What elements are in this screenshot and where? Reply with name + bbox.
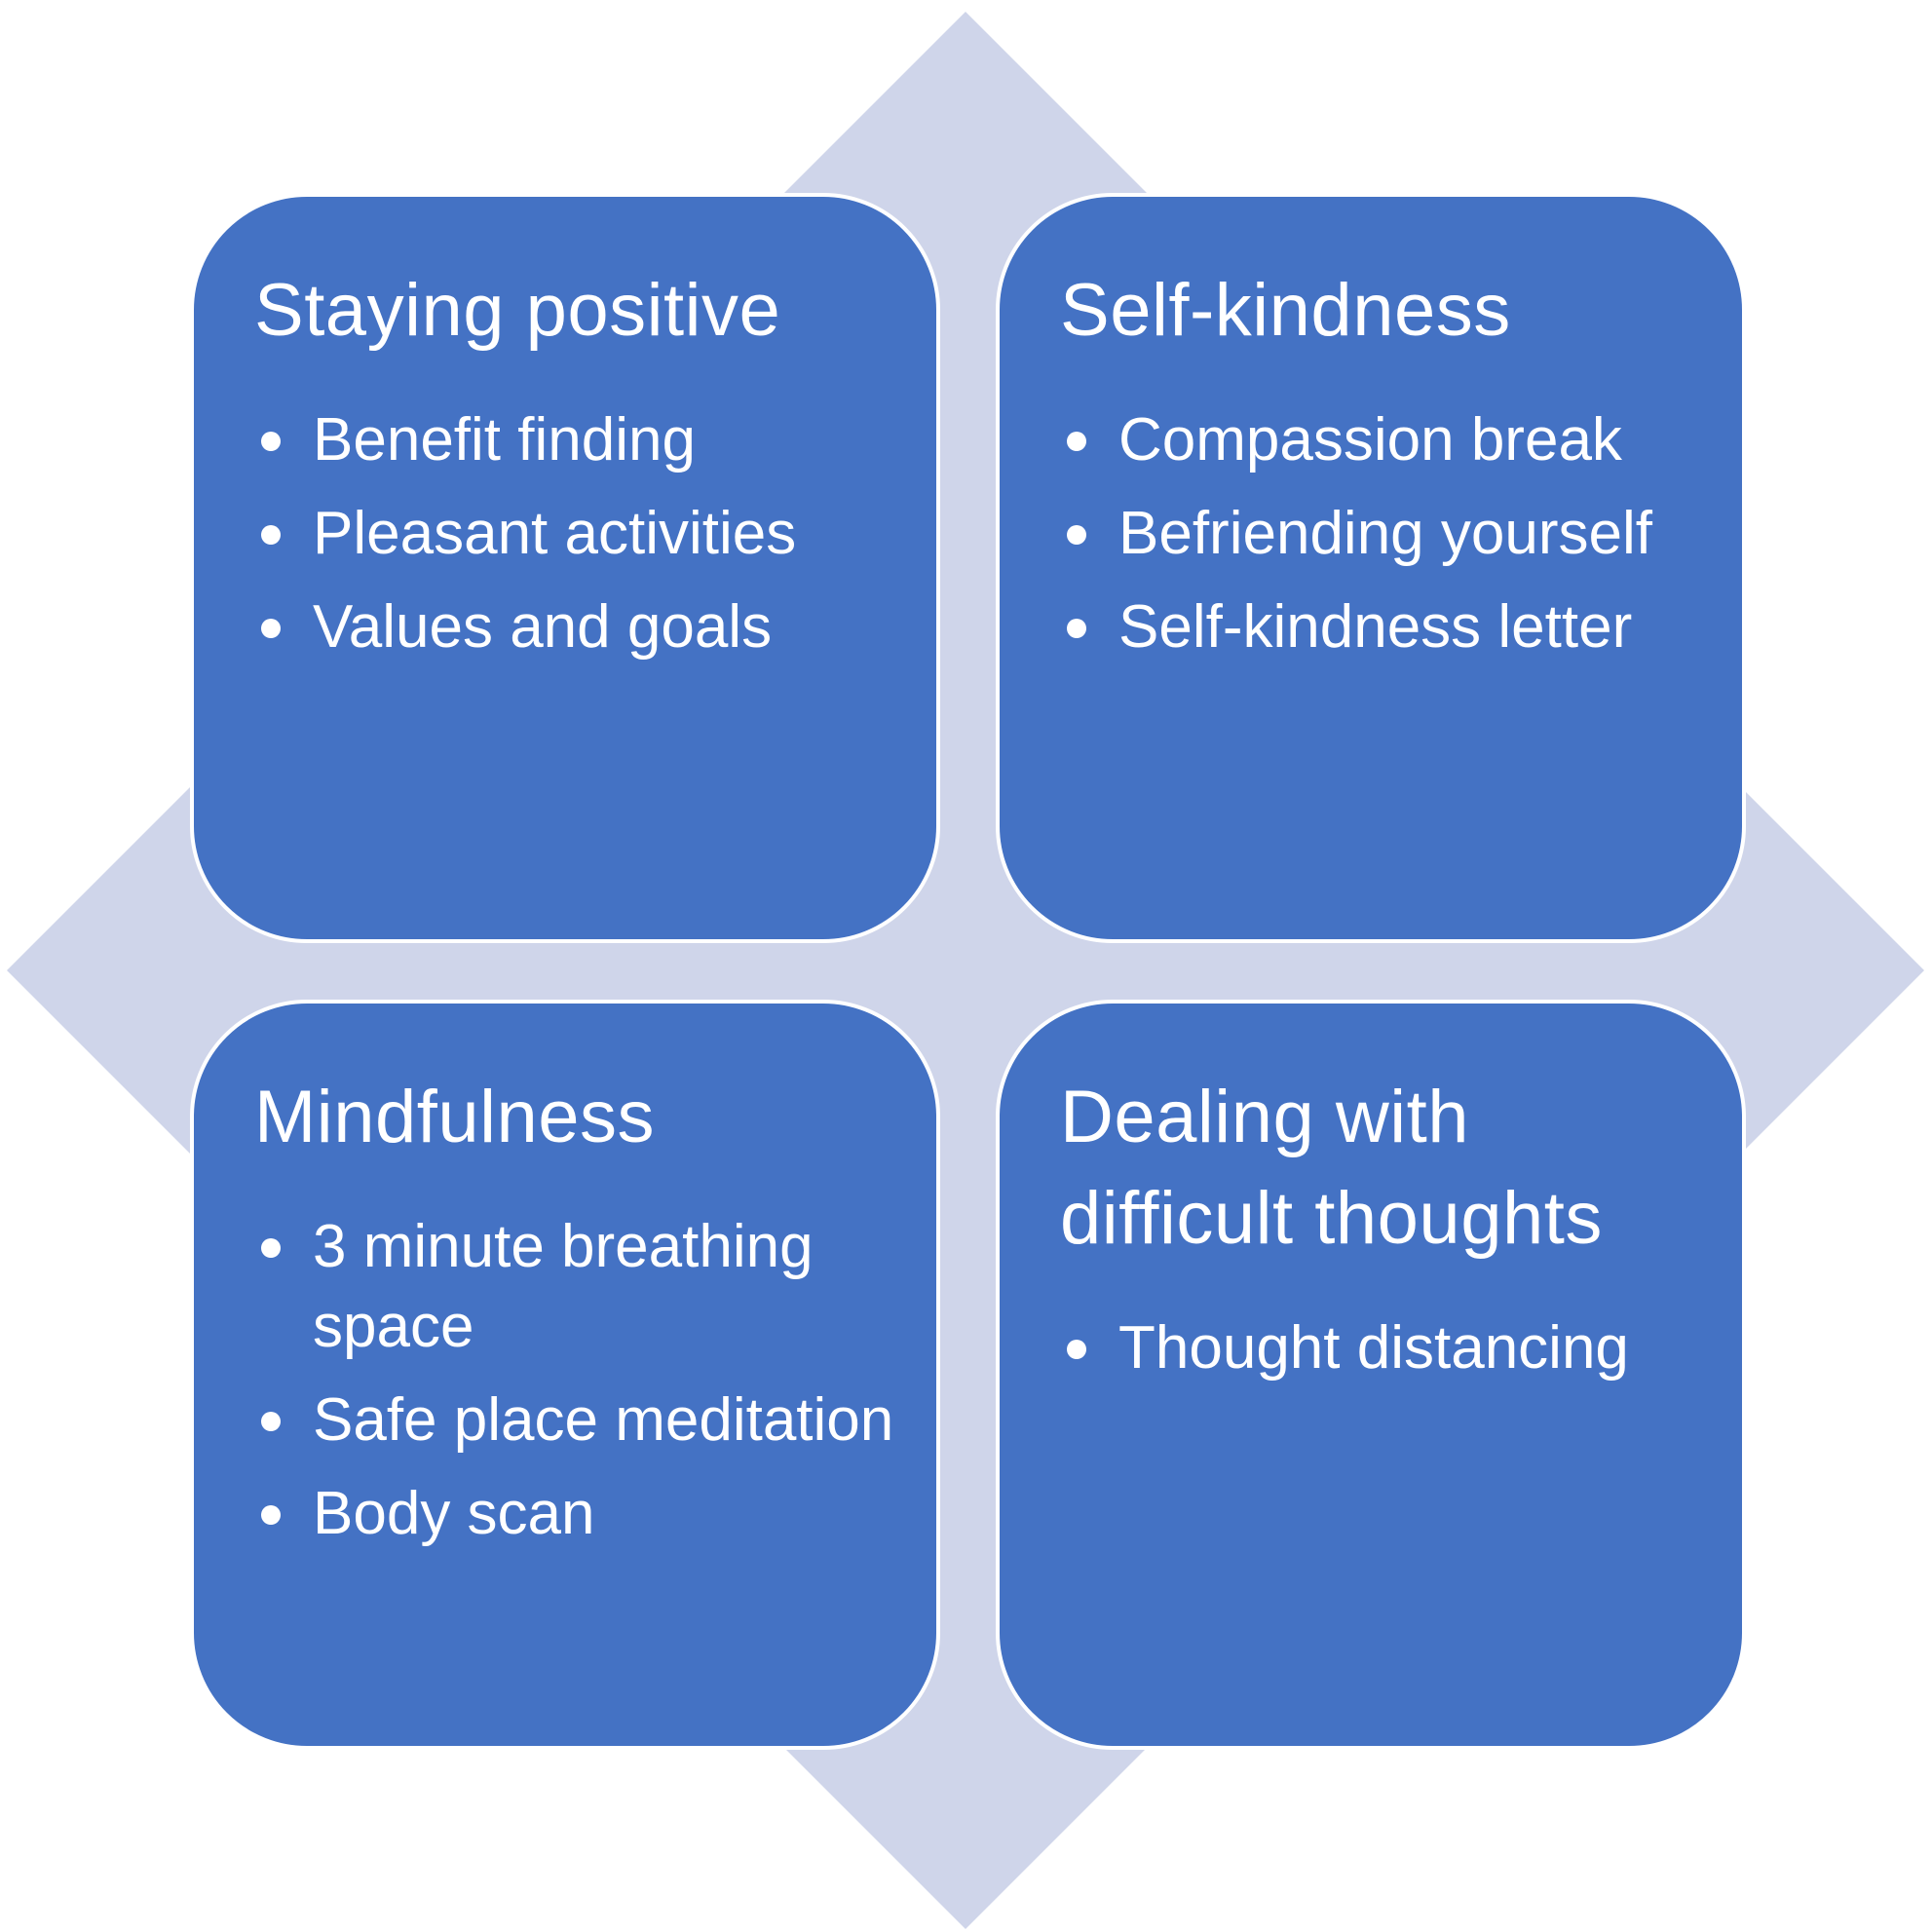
card-items: 3 minute breathing space Safe place medi… [254, 1207, 897, 1554]
list-item: Values and goals [254, 587, 897, 667]
list-item: Benefit finding [254, 400, 897, 480]
card-mindfulness: Mindfulness 3 minute breathing space Saf… [190, 1000, 940, 1750]
list-item: 3 minute breathing space [254, 1207, 897, 1367]
list-item: Compassion break [1060, 400, 1703, 480]
card-dealing-with-difficult-thoughts: Dealing with difficult thoughts Thought … [996, 1000, 1746, 1750]
card-items: Thought distancing [1060, 1308, 1703, 1388]
list-item: Befriending yourself [1060, 494, 1703, 574]
card-staying-positive: Staying positive Benefit finding Pleasan… [190, 193, 940, 943]
card-title: Self-kindness [1060, 269, 1511, 352]
list-item: Thought distancing [1060, 1308, 1703, 1388]
list-item: Self-kindness letter [1060, 587, 1703, 667]
card-title: Staying positive [254, 269, 781, 352]
list-item: Pleasant activities [254, 494, 897, 574]
card-self-kindness: Self-kindness Compassion break Befriendi… [996, 193, 1746, 943]
card-title: Mindfulness [254, 1076, 656, 1158]
card-items: Benefit finding Pleasant activities Valu… [254, 400, 897, 667]
list-item: Body scan [254, 1474, 897, 1554]
card-title: Dealing with difficult thoughts [1060, 1076, 1603, 1260]
list-item: Safe place meditation [254, 1381, 897, 1460]
card-items: Compassion break Befriending yourself Se… [1060, 400, 1703, 667]
